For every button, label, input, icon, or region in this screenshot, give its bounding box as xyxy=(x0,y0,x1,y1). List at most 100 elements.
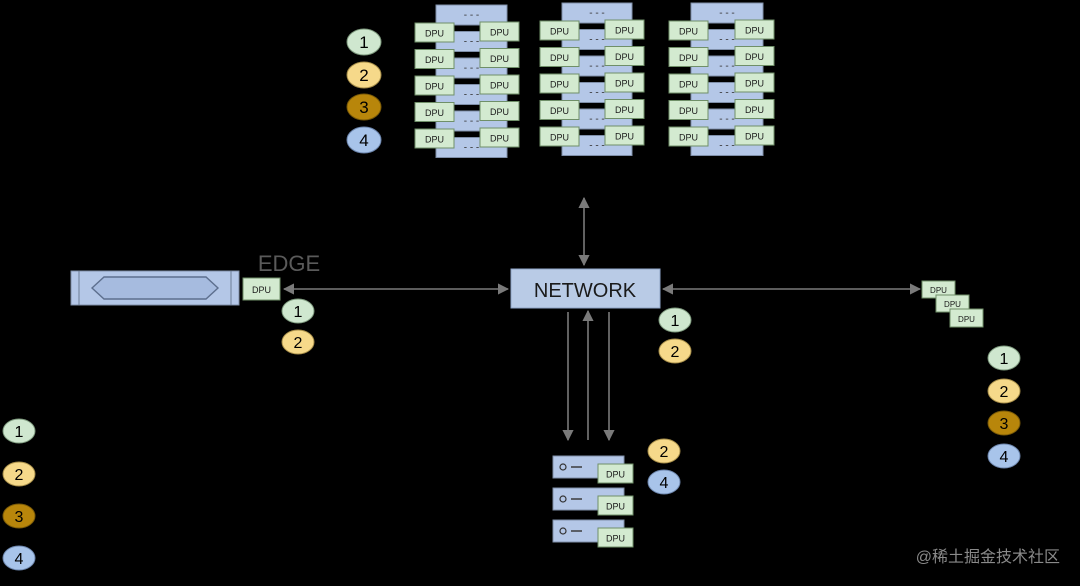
endpoint-badge-1: 1 xyxy=(987,345,1021,371)
server-dashes: - - - xyxy=(589,141,605,152)
dpu-label: DPU xyxy=(615,79,634,89)
server-dashes: - - - xyxy=(464,116,480,127)
server-dashes: - - - xyxy=(464,63,480,74)
edge-dpu-label: DPU xyxy=(252,285,271,295)
storage-badges: 2 4 xyxy=(647,438,681,495)
endpoint-badges: 1 2 3 4 xyxy=(987,345,1021,469)
dpu-label: DPU xyxy=(490,54,509,64)
legend-badge-3: 3 xyxy=(2,503,36,529)
dpu-card: DPU xyxy=(479,21,520,42)
server-dashes: - - - xyxy=(719,114,735,125)
server-dashes: - - - xyxy=(464,37,480,48)
network-badge-2: 2 xyxy=(658,338,692,364)
dpu-card: DPU xyxy=(734,19,775,40)
dpu-label: DPU xyxy=(550,53,569,63)
badge-2: 2 xyxy=(346,61,382,89)
dpu-card: DPU xyxy=(734,125,775,146)
edge-badge-2: 2 xyxy=(281,329,315,355)
dpu-card: DPU xyxy=(479,127,520,148)
legend: 1 2 3 4 xyxy=(2,418,36,571)
dpu-card: DPU xyxy=(668,126,709,147)
server-dashes: - - - xyxy=(464,143,480,154)
dpu-label: DPU xyxy=(606,502,625,512)
dpu-card: DPU xyxy=(597,495,634,516)
storage-servers: DPU DPU DPU xyxy=(552,455,634,548)
dpu-card: DPU xyxy=(414,22,455,43)
edge-badge-1: 1 xyxy=(281,298,315,324)
watermark: @稀土掘金技术社区 xyxy=(916,548,1060,566)
server-dashes: - - - xyxy=(589,114,605,125)
dpu-card: DPU xyxy=(668,73,709,94)
endpoint-badge-4: 4 xyxy=(987,443,1021,469)
edge-badges: 1 2 xyxy=(281,298,315,355)
legend-badge-2-label: 2 xyxy=(15,467,24,484)
dpu-label: DPU xyxy=(679,80,698,90)
dpu-card: DPU xyxy=(539,73,580,94)
badge-1-label: 1 xyxy=(359,33,368,52)
dpu-label: DPU xyxy=(606,534,625,544)
dpu-card: DPU xyxy=(604,99,645,119)
endpoint-dpu: DPU xyxy=(949,308,984,328)
server-dashes: - - - xyxy=(589,61,605,72)
server-dashes: - - - xyxy=(464,10,480,21)
endpoint-dpu-label: DPU xyxy=(958,315,975,324)
dpu-card: DPU xyxy=(479,74,520,95)
dpu-label: DPU xyxy=(425,55,444,65)
dpu-label: DPU xyxy=(550,27,569,37)
endpoint-dpu-label: DPU xyxy=(944,300,961,309)
dpu-label: DPU xyxy=(615,132,634,142)
dpu-card: DPU xyxy=(539,126,580,147)
dpu-card: DPU xyxy=(604,72,645,93)
endpoint-badge-1-label: 1 xyxy=(1000,351,1009,368)
storage-badge-2: 2 xyxy=(647,438,681,464)
legend-badge-4: 4 xyxy=(2,545,36,571)
endpoint-dpus: DPU DPU DPU xyxy=(921,280,984,328)
server-dashes: - - - xyxy=(719,61,735,72)
dpu-label: DPU xyxy=(679,133,698,143)
endpoint-badge-3: 3 xyxy=(987,410,1021,436)
server-dashes: - - - xyxy=(719,35,735,46)
dpu-card: DPU xyxy=(414,128,455,149)
rack-server: - - - xyxy=(690,2,764,24)
badge-1: 1 xyxy=(346,28,382,56)
storage-badge-2-label: 2 xyxy=(660,444,669,461)
dpu-card: DPU xyxy=(604,19,645,40)
legend-badge-1: 1 xyxy=(2,418,36,444)
endpoint-badge-3-label: 3 xyxy=(1000,416,1009,433)
dpu-card: DPU xyxy=(479,48,520,68)
dpu-card: DPU xyxy=(414,102,455,122)
dpu-label: DPU xyxy=(615,105,634,115)
dpu-label: DPU xyxy=(425,108,444,118)
dpu-label: DPU xyxy=(615,52,634,62)
dpu-card: DPU xyxy=(414,75,455,96)
dpu-card: DPU xyxy=(479,101,520,121)
rack-server: - - - xyxy=(435,4,508,26)
dpu-label: DPU xyxy=(615,26,634,36)
dpu-label: DPU xyxy=(490,81,509,91)
edge-badge-2-label: 2 xyxy=(294,335,303,352)
dpu-card: DPU xyxy=(414,49,455,69)
storage-badge-4: 4 xyxy=(647,469,681,495)
network-label: NETWORK xyxy=(534,280,637,302)
dpu-label: DPU xyxy=(745,26,764,36)
storage-badge-4-label: 4 xyxy=(660,475,669,492)
server-dashes: - - - xyxy=(464,90,480,101)
dpu-card: DPU xyxy=(597,463,634,484)
endpoint-dpu: DPU xyxy=(935,294,970,313)
storage-server-icon: DPU xyxy=(552,519,634,548)
dpu-label: DPU xyxy=(679,53,698,63)
dpu-label: DPU xyxy=(490,107,509,117)
dpu-card: DPU xyxy=(734,99,775,119)
badge-3: 3 xyxy=(346,93,382,121)
dpu-label: DPU xyxy=(550,80,569,90)
dpu-card: DPU xyxy=(734,72,775,93)
endpoint-badge-4-label: 4 xyxy=(1000,449,1009,466)
dpu-label: DPU xyxy=(490,134,509,144)
dpu-card: DPU xyxy=(734,46,775,66)
dpu-card: DPU xyxy=(539,20,580,41)
